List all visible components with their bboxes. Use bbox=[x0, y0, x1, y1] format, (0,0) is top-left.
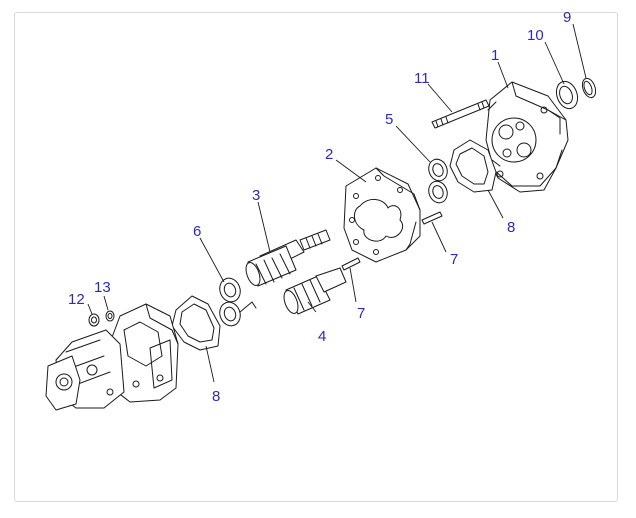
part-2-gear-case bbox=[343, 167, 421, 263]
callout-11: 11 bbox=[414, 70, 430, 87]
leader-lines bbox=[87, 23, 587, 383]
callout-2: 2 bbox=[325, 146, 333, 163]
part-8-gasket-lower bbox=[171, 295, 221, 351]
callout-6: 6 bbox=[193, 223, 201, 240]
part-10-oil-seal bbox=[555, 80, 579, 110]
callout-3: 3 bbox=[252, 187, 260, 204]
part-7-dowel-pin-lower bbox=[341, 257, 361, 271]
part-7-dowel-pin-upper bbox=[421, 211, 443, 225]
callout-8-lower: 8 bbox=[212, 388, 220, 405]
part-11-stud-bolt bbox=[431, 99, 490, 129]
part-4-driven-gear bbox=[283, 267, 347, 315]
part-13-washer bbox=[105, 310, 115, 322]
callout-12: 12 bbox=[68, 291, 85, 308]
part-5-bushing bbox=[428, 158, 448, 204]
part-9-snap-ring bbox=[581, 77, 597, 99]
callout-1: 1 bbox=[491, 47, 499, 64]
part-8-gasket-upper bbox=[449, 139, 497, 193]
callout-4: 4 bbox=[318, 328, 326, 345]
callout-13: 13 bbox=[94, 279, 111, 296]
callout-7-upper: 7 bbox=[450, 251, 458, 268]
callout-10: 10 bbox=[527, 27, 544, 44]
part-12-nut bbox=[88, 313, 100, 327]
part-1-rear-cover bbox=[485, 81, 569, 193]
callout-8-upper: 8 bbox=[507, 219, 515, 236]
callout-5: 5 bbox=[385, 111, 393, 128]
part-3-drive-gear-shaft bbox=[245, 229, 331, 287]
callout-9: 9 bbox=[563, 9, 571, 26]
front-pump-assembly bbox=[45, 303, 179, 411]
part-6-bushing bbox=[219, 277, 257, 327]
callout-7-lower: 7 bbox=[357, 305, 365, 322]
